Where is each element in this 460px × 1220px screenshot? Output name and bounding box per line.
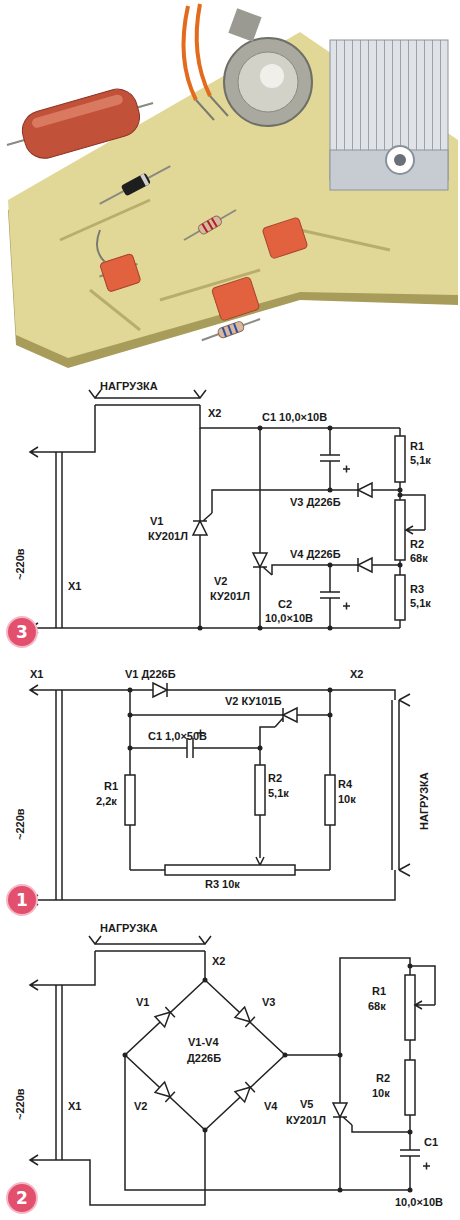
diagram-number: 2 xyxy=(6,1182,38,1214)
number-text: 1 xyxy=(16,890,28,910)
component-label: КУ201Л xyxy=(148,530,188,543)
component-label: КУ201Л xyxy=(210,590,250,603)
component-label: X2 xyxy=(208,407,221,420)
component-label: R1 xyxy=(104,780,118,793)
component-label: V2 КУ101Б xyxy=(225,695,282,708)
component-label: Д226Б xyxy=(187,1052,221,1065)
vertical-label: ~220в xyxy=(14,548,27,580)
component-label: R3 xyxy=(410,583,424,596)
component-label: КУ201Л xyxy=(286,1114,326,1127)
component-label: C1 xyxy=(424,1136,438,1149)
component-label: X1 xyxy=(68,1100,81,1113)
component-label: НАГРУЗКА xyxy=(100,922,158,935)
component-label: C1 1,0×50В xyxy=(148,730,207,743)
component-label: C2 xyxy=(278,598,292,611)
component-label: V4 Д226Б xyxy=(290,548,341,561)
component-label: 5,1к xyxy=(410,597,431,610)
circuit-2 xyxy=(30,936,435,1205)
circuit-3 xyxy=(30,390,425,633)
component-label: V5 xyxy=(300,1098,313,1111)
component-label: V2 xyxy=(214,575,227,588)
component-label: V3 xyxy=(262,996,275,1009)
component-label: V1 xyxy=(136,996,149,1009)
pcb-photo xyxy=(0,4,458,368)
component-label: R2 xyxy=(268,772,282,785)
component-label: X2 xyxy=(350,668,363,681)
component-label: 10к xyxy=(338,793,356,806)
component-label: R1 xyxy=(372,985,386,998)
diagram-number: 3 xyxy=(6,616,38,648)
component-label: V1 Д226Б xyxy=(125,668,176,681)
component-label: X1 xyxy=(68,580,81,593)
component-label: X2 xyxy=(212,955,225,968)
component-label: X1 xyxy=(30,668,43,681)
component-label: 5,1к xyxy=(268,787,289,800)
component-label: R3 10к xyxy=(205,878,240,891)
number-text: 2 xyxy=(16,1188,28,1208)
vertical-label: ~220в xyxy=(14,1088,27,1120)
component-label: R2 xyxy=(376,1072,390,1085)
component-label: 68к xyxy=(368,1000,386,1013)
component-label: R4 xyxy=(338,778,352,791)
component-label: V4 xyxy=(264,1100,277,1113)
diagram-number: 1 xyxy=(6,884,38,916)
component-label: 10,0×10В xyxy=(395,1196,443,1209)
component-label: V1 xyxy=(150,515,163,528)
component-label: V1-V4 xyxy=(188,1036,219,1049)
component-label: 68к xyxy=(410,552,428,565)
component-label: V3 Д226Б xyxy=(290,496,341,509)
component-label: 10к xyxy=(372,1087,390,1100)
component-label: НАГРУЗКА xyxy=(100,380,158,393)
component-label: C1 10,0×10В xyxy=(262,411,327,424)
vertical-label: НАГРУЗКА xyxy=(418,772,431,830)
component-label: R1 xyxy=(410,440,424,453)
component-label: R2 xyxy=(410,538,424,551)
component-label: V2 xyxy=(134,1100,147,1113)
component-label: 2,2к xyxy=(96,795,117,808)
component-label: 10,0×10В xyxy=(265,612,313,625)
circuit-1 xyxy=(30,683,410,905)
component-label: 5,1к xyxy=(410,454,431,467)
vertical-label: ~220в xyxy=(14,808,27,840)
number-text: 3 xyxy=(16,622,28,642)
